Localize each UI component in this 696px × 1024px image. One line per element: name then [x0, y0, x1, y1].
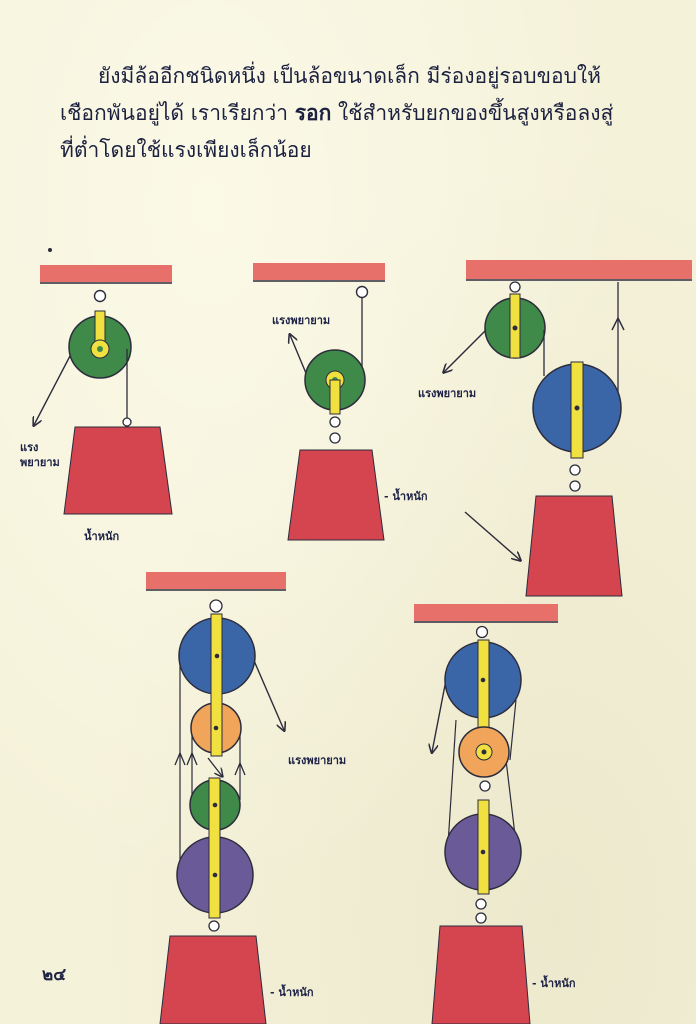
pointer-arrow: [464, 511, 520, 560]
label-weight-1: น้ำหนัก: [84, 530, 120, 543]
effort-arrow: [432, 679, 447, 752]
pulley-strap: [329, 379, 341, 415]
pulley-strap: [208, 777, 221, 919]
label-effort-4: แรงพยายาม: [288, 754, 347, 767]
ceiling-beam: [414, 604, 558, 621]
label-effort-line2: พยายาม: [20, 456, 60, 469]
label-weight-2: - น้ำหนัก: [384, 490, 428, 503]
paragraph-line-2: เชือกพันอยู่ได้ เราเรียกว่า รอก ใช้สำหรั…: [60, 95, 660, 132]
ceiling-beam: [253, 263, 385, 280]
intro-paragraph: ยังมีล้ออีกชนิดหนึ่ง เป็นล้อขนาดเล็ก มีร…: [60, 58, 660, 169]
hook-ring: [329, 416, 341, 428]
ceiling-beam: [40, 265, 172, 282]
hook-ring: [569, 464, 581, 476]
weight-block: [287, 449, 385, 541]
paragraph-line-3: ที่ต่ำโดยใช้แรงเพียงเล็กน้อย: [60, 138, 312, 162]
weight-block: [63, 426, 173, 515]
diagram-block-and-tackle-3: [414, 604, 558, 1024]
page-number: ๒๔: [42, 965, 67, 985]
ceiling-beam: [466, 260, 692, 279]
hook-ring: [475, 625, 489, 639]
hook-ring: [209, 599, 223, 613]
label-weight-5: - น้ำหนัก: [532, 977, 576, 990]
effort-arrow: [444, 329, 487, 372]
label-effort-3: แรงพยายาม: [418, 387, 477, 400]
hook-ring: [509, 281, 521, 293]
paragraph-line-1: ยังมีล้ออีกชนิดหนึ่ง เป็นล้อขนาดเล็ก มีร…: [98, 64, 602, 88]
hook-ring: [93, 289, 107, 303]
label-effort-line1: แรง: [20, 441, 39, 454]
label-weight-4: - น้ำหนัก: [270, 986, 314, 999]
hook-ring: [122, 417, 132, 427]
effort-arrow: [290, 335, 309, 379]
paragraph-line-2-start: เชือกพันอยู่ได้ เราเรียกว่า: [60, 101, 295, 125]
diagram-block-and-tackle-4: [146, 572, 286, 1024]
weight-block: [525, 495, 623, 597]
weight-block: [159, 935, 267, 1024]
effort-arrow: [34, 355, 71, 425]
ceiling-beam: [146, 572, 286, 589]
pulley-strap: [210, 613, 223, 757]
weight-block: [431, 925, 531, 1024]
hook-ring: [479, 780, 491, 792]
pulley-strap: [477, 799, 490, 895]
diagram-fixed-pulley: [34, 265, 173, 515]
diagram-movable-pulley: [253, 263, 385, 541]
diagram-fixed-and-movable-pulley: [444, 260, 692, 597]
hook-ring: [475, 898, 487, 910]
term-pulley: รอก: [294, 101, 332, 125]
paragraph-line-2-end: ใช้สำหรับยกของขึ้นสูงหรือลงสู่: [331, 101, 614, 125]
hook-ring: [355, 285, 369, 299]
hook-ring: [208, 920, 220, 932]
label-effort-2: แรงพยายาม: [272, 314, 331, 327]
